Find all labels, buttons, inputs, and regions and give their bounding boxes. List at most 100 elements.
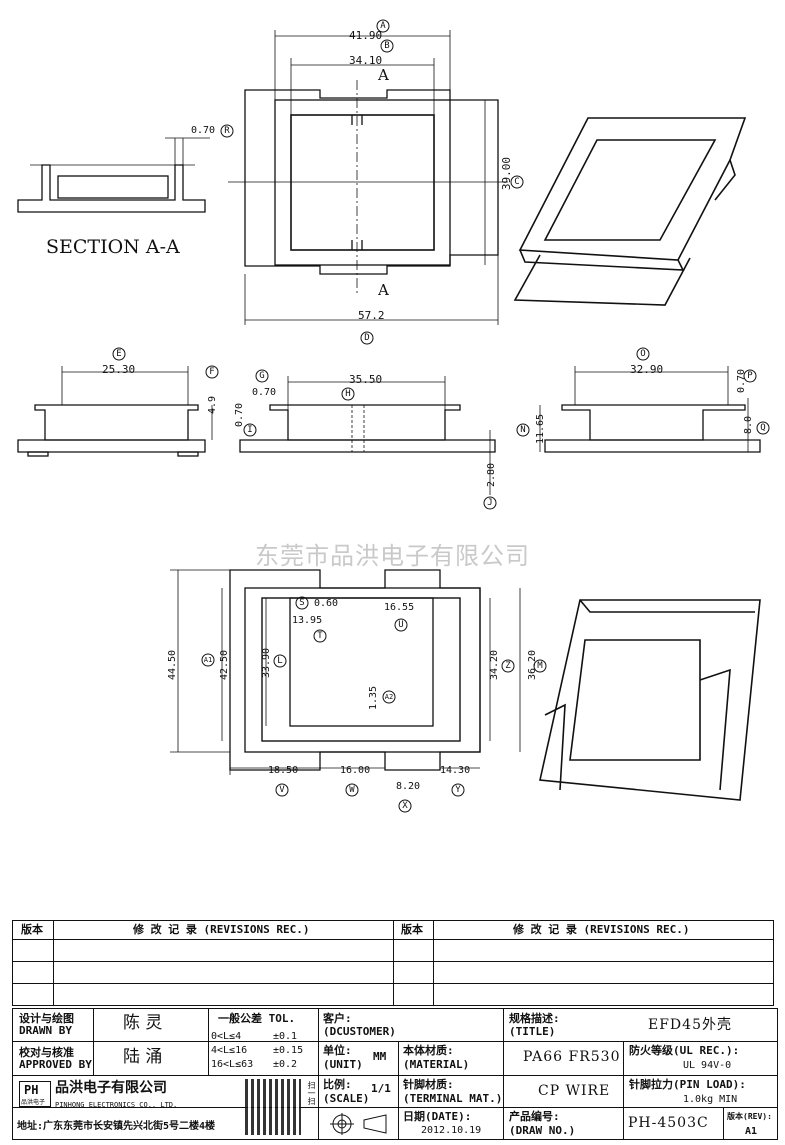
dim-label: 0.70 <box>252 387 277 398</box>
rev-col-ver-2: 版本 <box>401 923 423 936</box>
balloon-label: D <box>364 332 370 343</box>
unit-label-en: (UNIT) <box>323 1058 363 1071</box>
dim-label: 34.20 <box>489 649 501 681</box>
tol-value: ±0.2 <box>273 1059 298 1070</box>
draw-number: PH-4503C <box>628 1115 709 1131</box>
check-label-en: APPROVED BY <box>19 1058 92 1071</box>
balloon-label: Z <box>505 660 511 671</box>
qr-code-icon <box>245 1079 301 1135</box>
rev-label: 版本(REV): <box>727 1112 772 1121</box>
balloon-label: H <box>345 388 351 399</box>
iso-view-top <box>513 117 747 306</box>
checker: 陆 涌 <box>123 1047 163 1067</box>
side-view <box>17 366 213 457</box>
tol-value: ±0.1 <box>273 1031 298 1042</box>
tol-range: 0<L≤4 <box>211 1031 242 1042</box>
spec-label: 规格描述: <box>509 1012 560 1025</box>
top-view <box>228 30 508 325</box>
rev-col-rec-2: 修 改 记 录 (REVISIONS REC.) <box>513 923 690 936</box>
balloon-label: W <box>349 784 355 795</box>
dim-label: 2.80 <box>486 462 498 488</box>
company-en: PINHONG ELECTRONICS CO., LTD. <box>55 1101 178 1109</box>
design-label-en: DRAWN BY <box>19 1024 72 1037</box>
dim-label: 41.90 <box>349 29 383 42</box>
revisions-table: 版本 修 改 记 录 (REVISIONS REC.) 版本 修 改 记 录 (… <box>12 920 774 1006</box>
company-cn: 品洪电子有限公司 <box>55 1080 167 1096</box>
balloon-label: Q <box>760 422 766 433</box>
dim-label: 0.60 <box>314 598 339 609</box>
scale-value: 1/1 <box>371 1082 391 1095</box>
dim-label: 57.2 <box>358 309 385 322</box>
dim-label: 11.65 <box>535 413 547 445</box>
spec-label-en: (TITLE) <box>509 1025 556 1038</box>
dim-label: 44.50 <box>167 649 179 681</box>
balloon-label: A <box>380 20 386 31</box>
dim-label: 8.0 <box>743 415 755 435</box>
dim-label: 14.30 <box>440 765 471 776</box>
dim-label: 32.90 <box>630 363 664 376</box>
dim-label: 16.00 <box>340 765 371 776</box>
balloon-label: C <box>514 176 520 187</box>
dim-label: 18.50 <box>268 765 299 776</box>
dim-label: 42.50 <box>219 649 231 681</box>
balloon-label: G <box>259 370 265 381</box>
unit-label: 单位: <box>323 1044 352 1057</box>
balloon-label: L <box>277 655 283 666</box>
pin-value: CP WIRE <box>538 1083 611 1099</box>
pin-label-en: (TERMINAL MAT.) <box>403 1092 503 1105</box>
projection-symbol-icon <box>330 1113 387 1135</box>
dim-label: 4.9 <box>207 395 219 415</box>
dim-label: 39.00 <box>500 156 514 191</box>
balloon-label: F <box>209 366 215 377</box>
material-value: PA66 FR530 <box>523 1049 621 1065</box>
balloon-label: M <box>537 660 543 671</box>
balloon-label: P <box>747 370 753 381</box>
tol-range: 16<L≤63 <box>211 1059 254 1070</box>
product-title: EFD45外壳 <box>648 1017 732 1033</box>
fire-value: UL 94V-0 <box>683 1060 732 1071</box>
iso-view-bottom <box>539 599 761 801</box>
balloon-label: B <box>384 40 390 51</box>
pin-label: 针脚材质: <box>403 1078 454 1091</box>
balloon-label: Y <box>455 784 461 795</box>
balloon-label: R <box>224 125 230 136</box>
rev-value: A1 <box>745 1126 758 1137</box>
rev-col-rec: 修 改 记 录 (REVISIONS REC.) <box>133 923 310 936</box>
balloon-label: O <box>640 348 646 359</box>
tol-title: 一般公差 TOL. <box>218 1012 296 1025</box>
material-label: 本体材质: <box>403 1044 454 1057</box>
tol-value: ±0.15 <box>273 1045 304 1056</box>
balloon-label: S <box>299 597 305 608</box>
balloon-label: A2 <box>384 692 394 701</box>
dim-label: 35.50 <box>349 373 383 386</box>
scale-label-en: (SCALE) <box>323 1092 370 1105</box>
material-label-en: (MATERIAL) <box>403 1058 470 1071</box>
design-label: 设计与绘图 <box>19 1012 74 1025</box>
customer-label-en: (DCUSTOMER) <box>323 1025 396 1038</box>
front-view <box>239 376 496 495</box>
dim-label: 0.70 <box>234 402 246 428</box>
balloon-label: U <box>398 619 404 630</box>
section-mark: A <box>378 281 389 299</box>
balloon-label: N <box>520 424 526 435</box>
dim-label: 25.30 <box>102 363 136 376</box>
dim-label: 33.90 <box>261 647 273 679</box>
section-view <box>17 137 210 213</box>
load-value: 1.0kg MIN <box>683 1094 738 1105</box>
load-label: 针脚拉力(PIN LOAD): <box>629 1078 746 1091</box>
dim-label: 0.70 <box>191 125 216 136</box>
customer-label: 客户: <box>323 1012 352 1025</box>
dim-label: 1.35 <box>368 685 380 711</box>
balloon-label: V <box>279 784 285 795</box>
tol-range: 4<L≤16 <box>211 1045 248 1056</box>
balloon-label: X <box>402 800 408 811</box>
date-value: 2012.10.19 <box>421 1125 482 1136</box>
scale-label: 比例: <box>323 1078 352 1091</box>
section-mark: A <box>378 66 389 84</box>
right-view <box>539 366 761 453</box>
balloon-label: E <box>116 348 122 359</box>
qr-caption: 扫一扫 <box>307 1081 316 1105</box>
logo: PH 品洪电子 <box>19 1081 51 1107</box>
bottom-view <box>170 569 521 775</box>
